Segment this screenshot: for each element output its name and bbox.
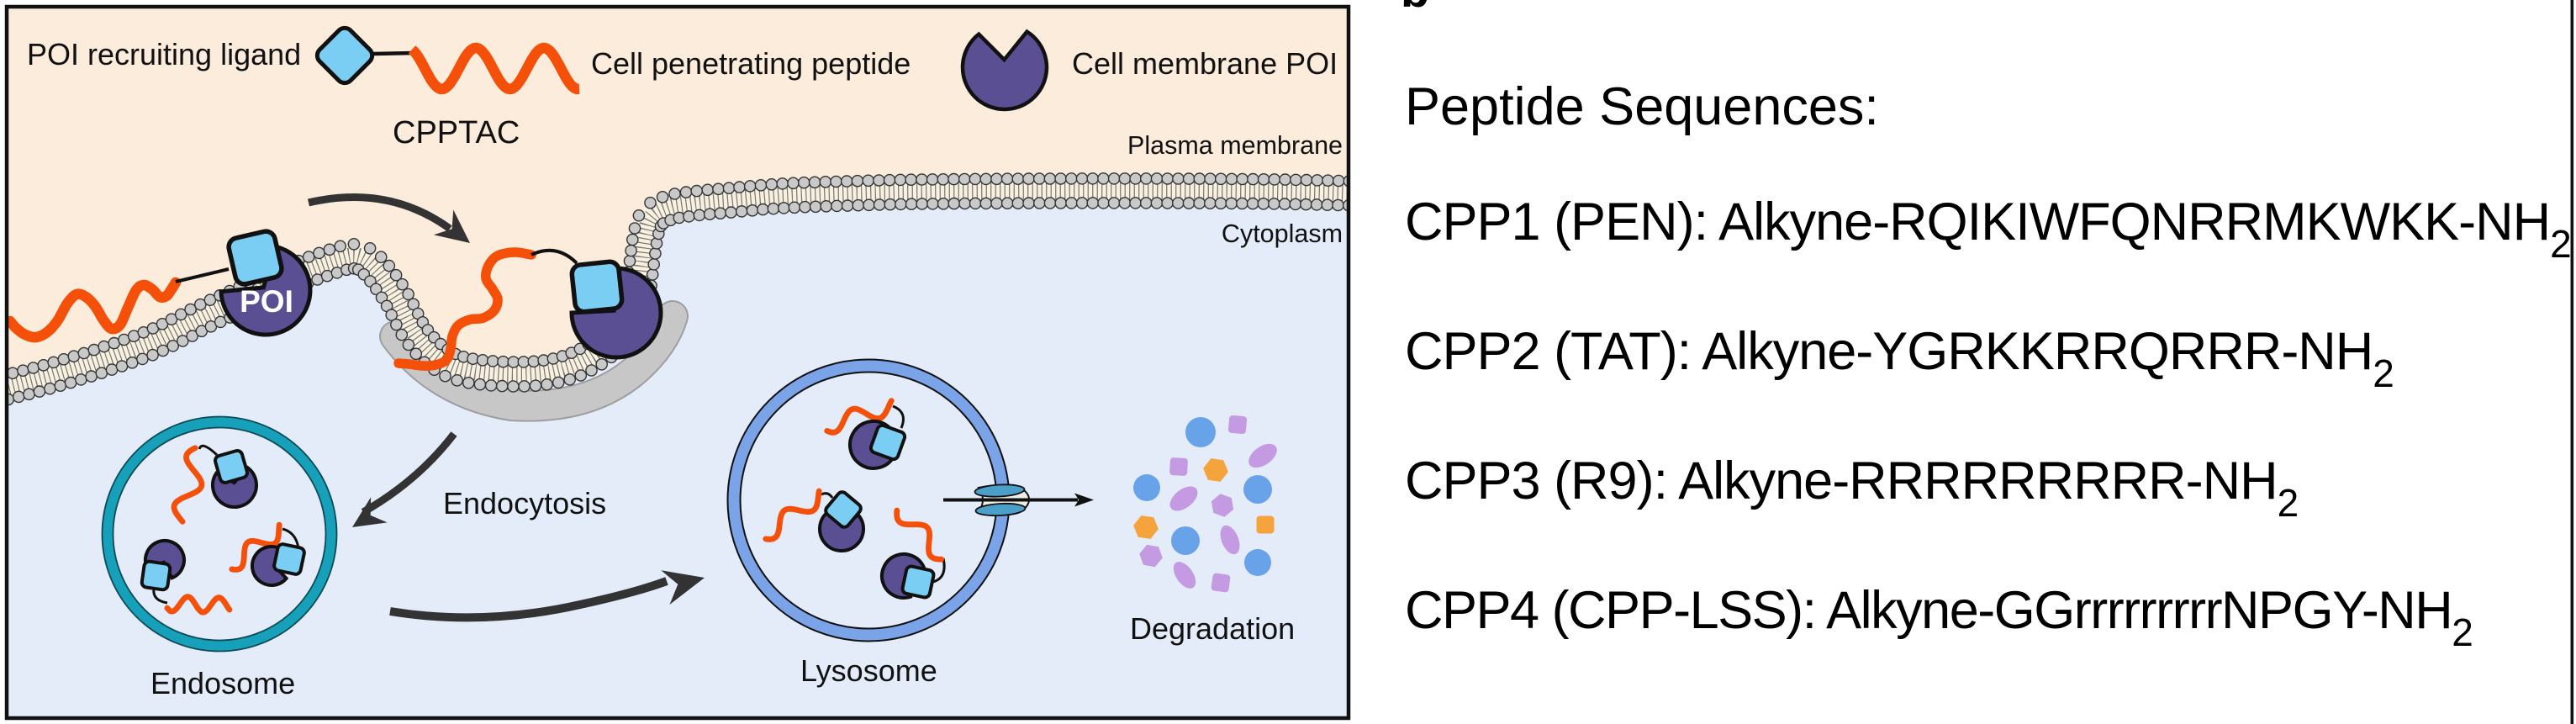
- svg-text:CPPTAC: CPPTAC: [393, 115, 520, 151]
- svg-text:b: b: [1401, 0, 1429, 17]
- svg-text:Degradation: Degradation: [1130, 611, 1295, 646]
- svg-text:Cell membrane POI: Cell membrane POI: [1072, 46, 1338, 81]
- svg-text:Cytoplasm: Cytoplasm: [1222, 219, 1343, 248]
- svg-text:Lysosome: Lysosome: [800, 653, 937, 688]
- svg-text:Cell penetrating peptide: Cell penetrating peptide: [591, 46, 911, 81]
- svg-text:Endocytosis: Endocytosis: [443, 486, 606, 521]
- svg-text:Peptide Sequences:: Peptide Sequences:: [1405, 77, 1879, 136]
- svg-text:POI: POI: [240, 284, 293, 319]
- svg-text:Plasma membrane: Plasma membrane: [1127, 131, 1343, 160]
- svg-text:Endosome: Endosome: [150, 666, 295, 700]
- svg-text:POI recruiting ligand: POI recruiting ligand: [27, 37, 301, 71]
